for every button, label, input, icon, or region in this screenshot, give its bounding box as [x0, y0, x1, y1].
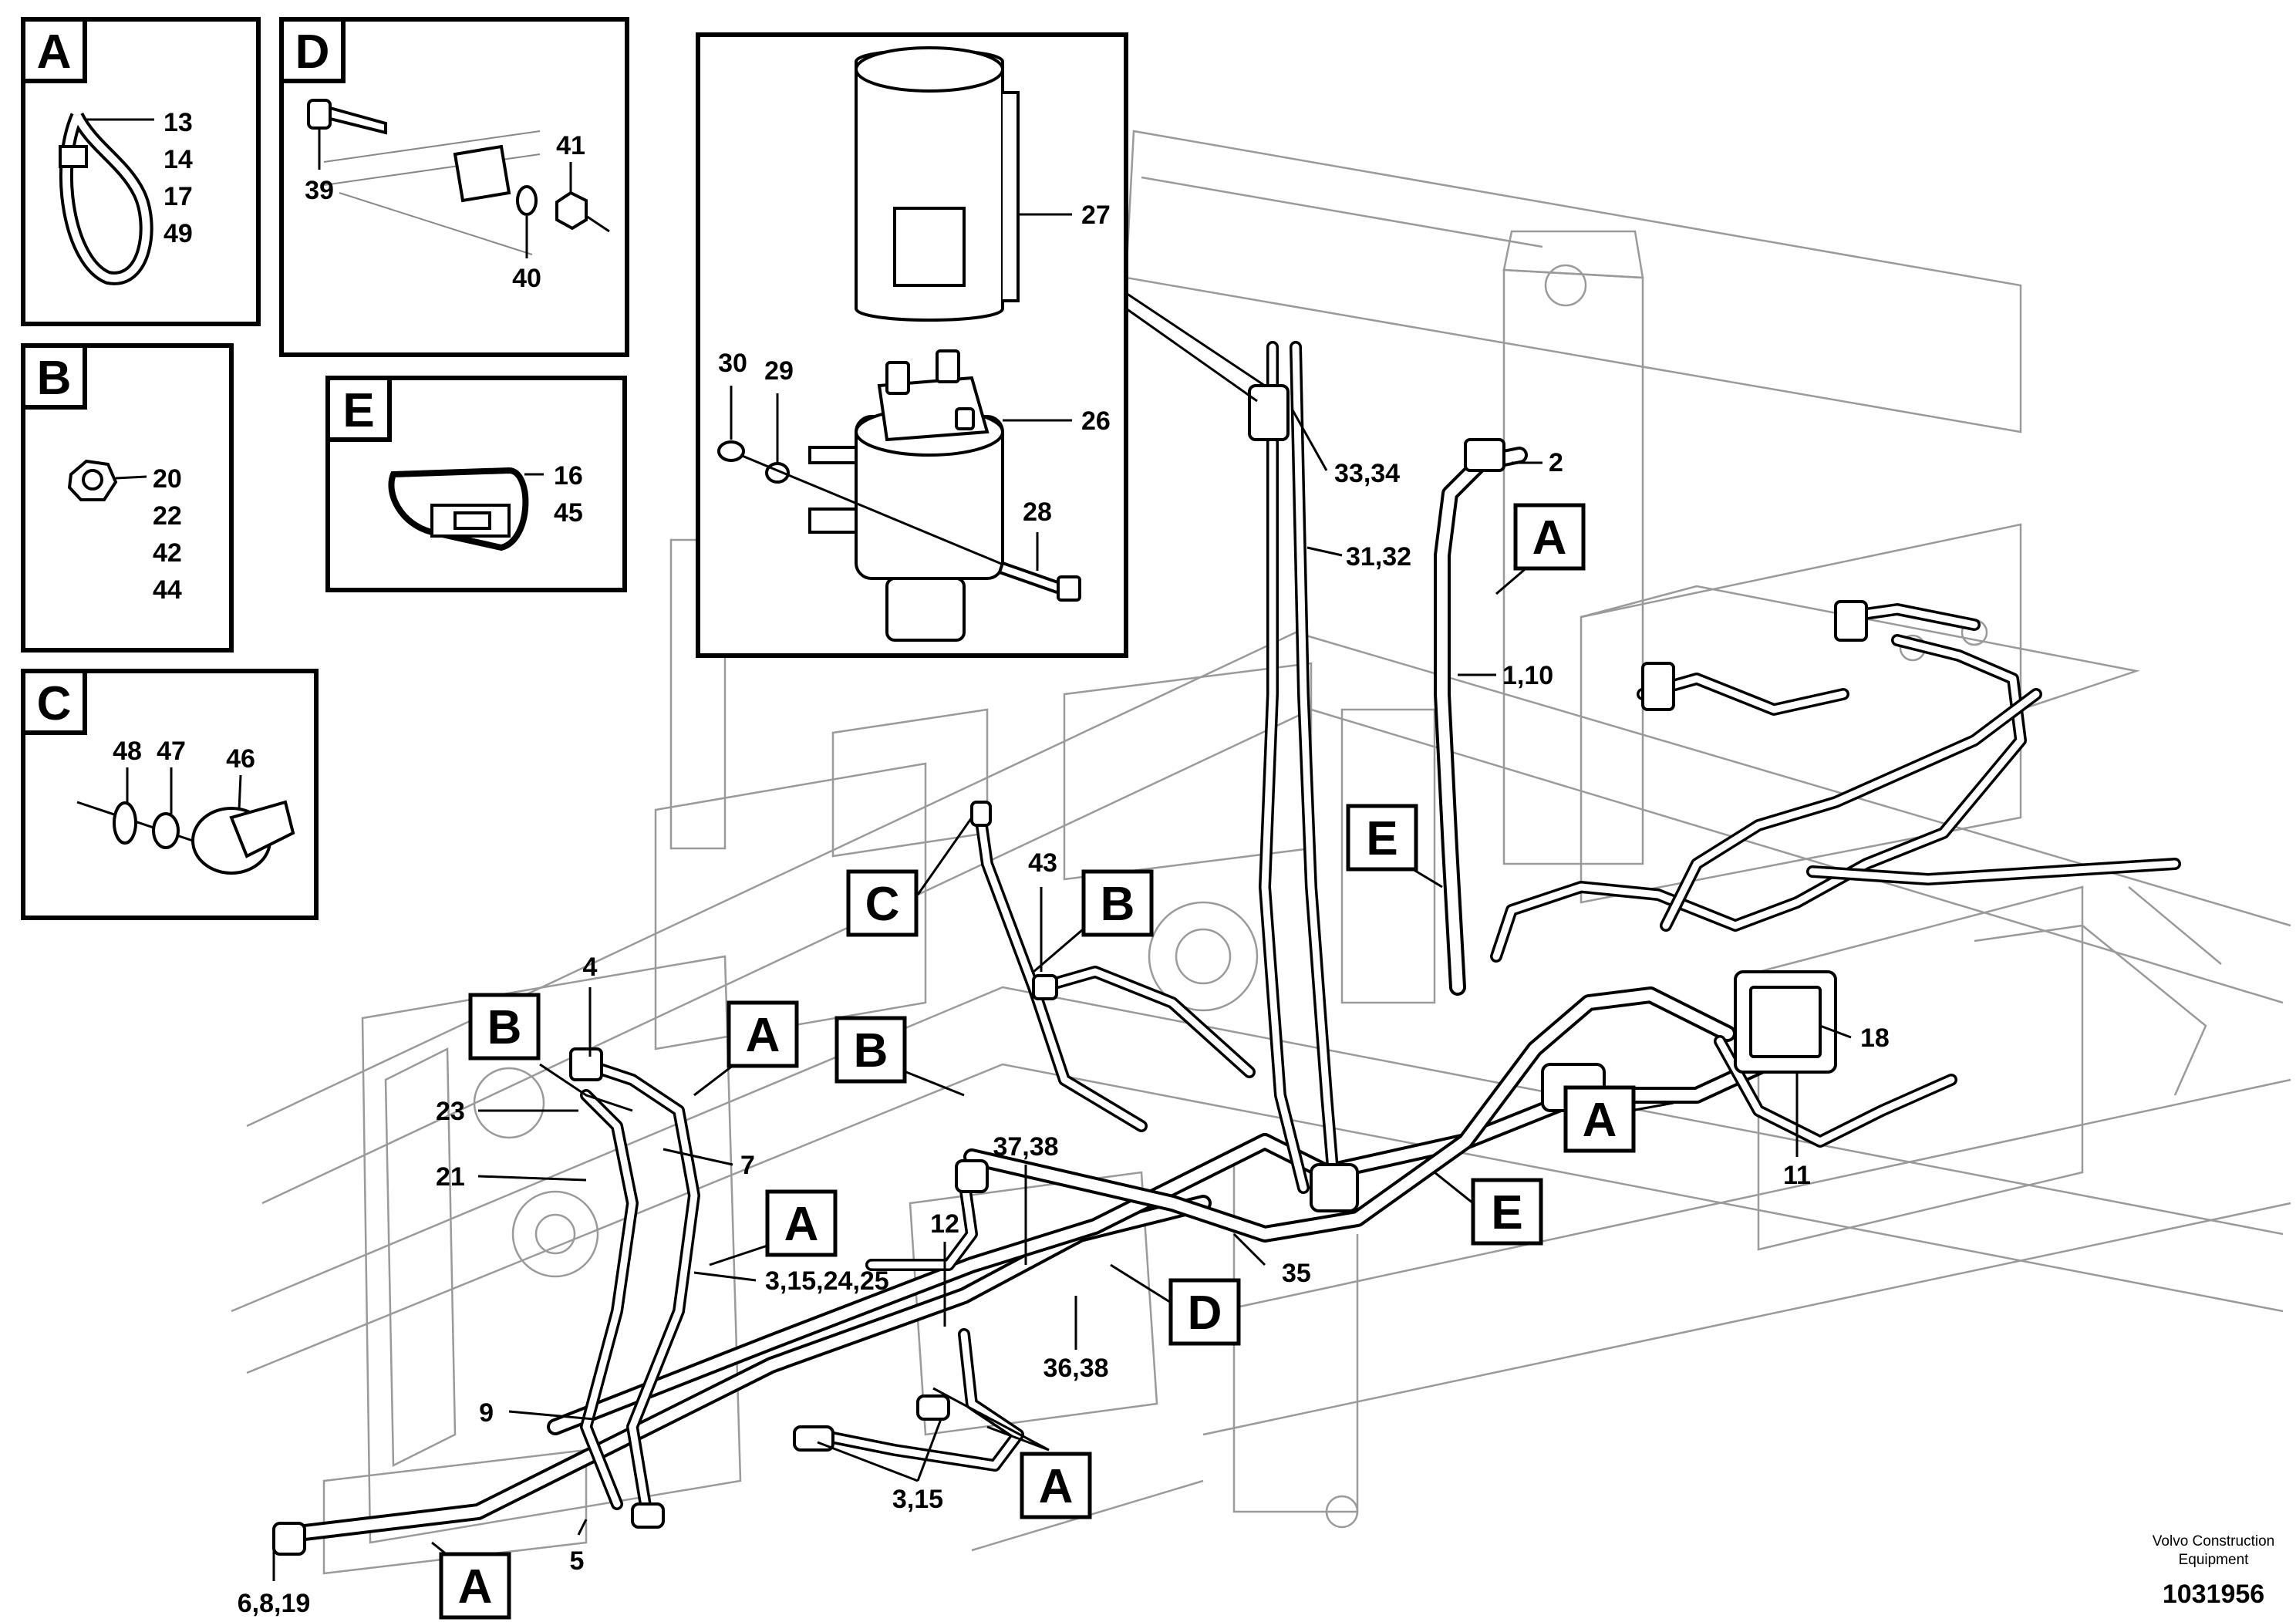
- callout-labels: 33,34 2 31,32 1,10 43 4 23 21 7 3,15,24,…: [238, 448, 1890, 1618]
- detail-b-part-44: 44: [153, 575, 182, 605]
- lock-nut-icon: [555, 191, 588, 231]
- screw-icon: [997, 561, 1081, 602]
- footer: Volvo Construction Equipment 1031956: [2153, 1533, 2274, 1609]
- relay-part-29: 29: [764, 356, 794, 386]
- detail-box-a: A 13 14 17 49: [21, 17, 261, 326]
- detail-box-e: E 16 45: [325, 376, 627, 592]
- relay-inset: 27 30 29 26 28: [696, 32, 1128, 658]
- callout-6-8-19: 6,8,19: [238, 1589, 311, 1618]
- detail-d-part-40: 40: [512, 264, 541, 293]
- footer-company-line1: Volvo Construction: [2153, 1533, 2274, 1549]
- callout-5: 5: [570, 1546, 585, 1576]
- detail-a-part-14: 14: [164, 145, 193, 174]
- detail-box-c-letter: C: [37, 677, 72, 730]
- detail-b-part-42: 42: [153, 538, 182, 568]
- view-tag-b-2: B: [1101, 878, 1135, 931]
- machine-frame-outline: [231, 130, 2291, 1575]
- callout-23: 23: [436, 1097, 465, 1126]
- relay-part-27: 27: [1081, 201, 1111, 230]
- flange-nut-icon: [67, 459, 118, 501]
- clamp-plate-icon: [453, 144, 511, 203]
- detail-box-a-letter: A: [37, 25, 72, 79]
- detail-box-d: D 41 39 40: [279, 17, 629, 357]
- detail-box-d-letter: D: [295, 25, 330, 79]
- view-tag-a-1: A: [1532, 511, 1567, 565]
- detail-box-b-letter: B: [37, 352, 72, 405]
- view-tags: A A A A A A B B B C D: [431, 503, 1674, 1620]
- washer-icon: [516, 185, 538, 216]
- detail-box-b: B 20 22 42 44: [21, 343, 234, 653]
- washer-icon: [717, 440, 745, 462]
- footer-company-line2: Equipment: [2179, 1552, 2250, 1568]
- view-tag-c: C: [865, 878, 900, 931]
- detail-a-part-49: 49: [164, 219, 193, 248]
- view-tag-e-1: E: [1366, 812, 1397, 865]
- bolt-icon: [307, 99, 387, 135]
- detail-a-part-17: 17: [164, 182, 193, 211]
- detail-e-part-45: 45: [554, 498, 583, 528]
- relay-part-30: 30: [718, 349, 747, 378]
- callout-11: 11: [1783, 1161, 1811, 1190]
- callout-35: 35: [1282, 1259, 1311, 1288]
- nut-icon: [152, 812, 180, 849]
- serrated-washer-icon: [113, 801, 137, 845]
- callout-4: 4: [583, 953, 598, 982]
- callout-7: 7: [740, 1151, 755, 1180]
- view-tag-b-3: B: [854, 1024, 888, 1077]
- detail-c-part-47: 47: [157, 737, 186, 766]
- callout-18: 18: [1860, 1023, 1890, 1053]
- cable-tie-icon: [59, 112, 153, 285]
- callout-33-34: 33,34: [1334, 459, 1400, 488]
- callout-3-15: 3,15: [892, 1485, 943, 1514]
- drawing-number: 1031956: [2163, 1580, 2264, 1609]
- callout-21: 21: [436, 1162, 465, 1192]
- callout-36-38: 36,38: [1043, 1354, 1108, 1383]
- detail-a-part-13: 13: [164, 108, 193, 137]
- view-tag-a-5: A: [1039, 1460, 1074, 1513]
- relay-solenoid-icon: [808, 349, 1004, 642]
- detail-c-part-48: 48: [113, 737, 142, 766]
- callout-12: 12: [930, 1209, 959, 1239]
- callout-2: 2: [1549, 448, 1563, 477]
- callout-1-10: 1,10: [1502, 661, 1553, 690]
- relay-cover-icon: [855, 46, 1020, 322]
- view-tag-b-1: B: [487, 1001, 522, 1054]
- view-tag-e-2: E: [1491, 1186, 1522, 1239]
- detail-box-c: C 48 47 46: [21, 669, 319, 920]
- detail-e-part-16: 16: [554, 461, 583, 491]
- view-tag-d: D: [1188, 1286, 1222, 1340]
- view-tag-a-4: A: [784, 1198, 819, 1251]
- relay-part-26: 26: [1081, 406, 1111, 436]
- callout-leaders: [272, 408, 1852, 1581]
- detail-box-e-letter: E: [342, 384, 374, 437]
- detail-d-part-41: 41: [556, 131, 585, 160]
- detail-d-part-39: 39: [305, 176, 334, 205]
- terminal-cap-icon: [191, 800, 295, 875]
- callout-43: 43: [1028, 848, 1057, 878]
- relay-part-28: 28: [1023, 497, 1052, 527]
- hose-clamp-icon: [388, 467, 529, 551]
- detail-b-part-20: 20: [153, 464, 182, 494]
- callout-37-38: 37,38: [993, 1132, 1058, 1162]
- view-tag-a-3: A: [746, 1009, 781, 1062]
- view-tag-a-2: A: [1583, 1094, 1617, 1147]
- callout-3-15-24-25: 3,15,24,25: [765, 1266, 889, 1296]
- callout-9: 9: [479, 1398, 494, 1428]
- view-tag-a-6: A: [458, 1560, 493, 1614]
- detail-b-part-22: 22: [153, 501, 182, 531]
- callout-31-32: 31,32: [1346, 542, 1411, 572]
- harness-components: [272, 384, 1868, 1556]
- detail-c-part-46: 46: [226, 744, 255, 774]
